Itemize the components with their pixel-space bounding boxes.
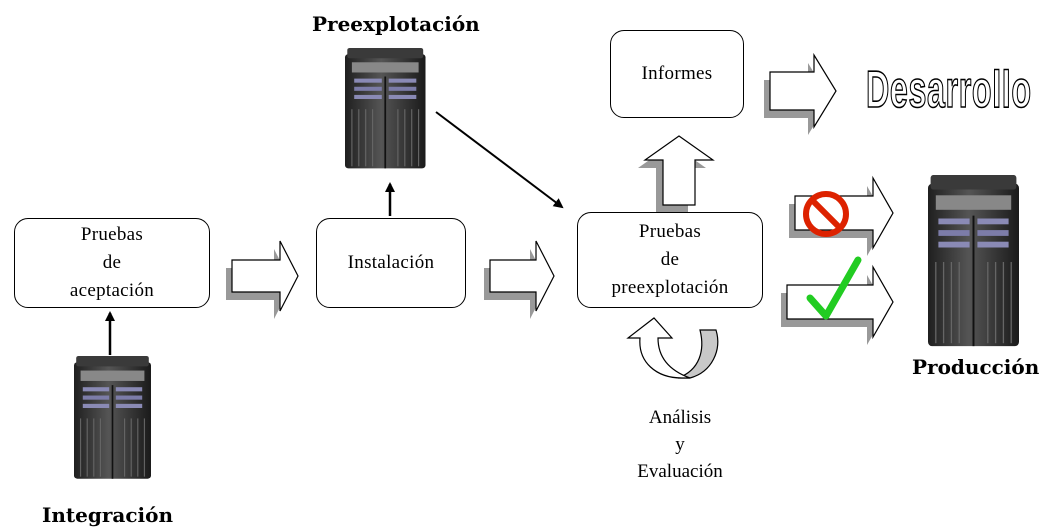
curved-cycle-arrow-icon bbox=[626, 317, 719, 379]
checkmark-icon bbox=[806, 256, 862, 320]
title-produccion: Producción bbox=[912, 355, 1039, 379]
block-arrow-to-desarrollo bbox=[764, 52, 837, 135]
box-informes: Informes bbox=[610, 30, 744, 118]
box-pruebas-preexplotacion: Pruebas de preexplotación bbox=[577, 212, 763, 308]
title-preexplotacion: Preexplotación bbox=[312, 12, 480, 36]
title-integracion: Integración bbox=[42, 503, 173, 527]
block-arrow-right-2 bbox=[484, 240, 555, 319]
title-desarrollo: Desarrollo bbox=[866, 60, 1032, 120]
caption-analisis-evaluacion: Análisis y Evaluación bbox=[637, 407, 723, 482]
block-arrow-right-1 bbox=[226, 240, 299, 319]
arrow-preexplotacion-to-pruebas bbox=[435, 111, 564, 209]
block-arrow-up-to-informes bbox=[638, 135, 715, 213]
block-arrow-approve bbox=[781, 264, 894, 345]
box-pruebas-aceptacion: Pruebas de aceptación bbox=[14, 218, 210, 308]
box-instalacion: Instalación bbox=[316, 218, 466, 308]
prohibited-icon bbox=[803, 191, 849, 237]
